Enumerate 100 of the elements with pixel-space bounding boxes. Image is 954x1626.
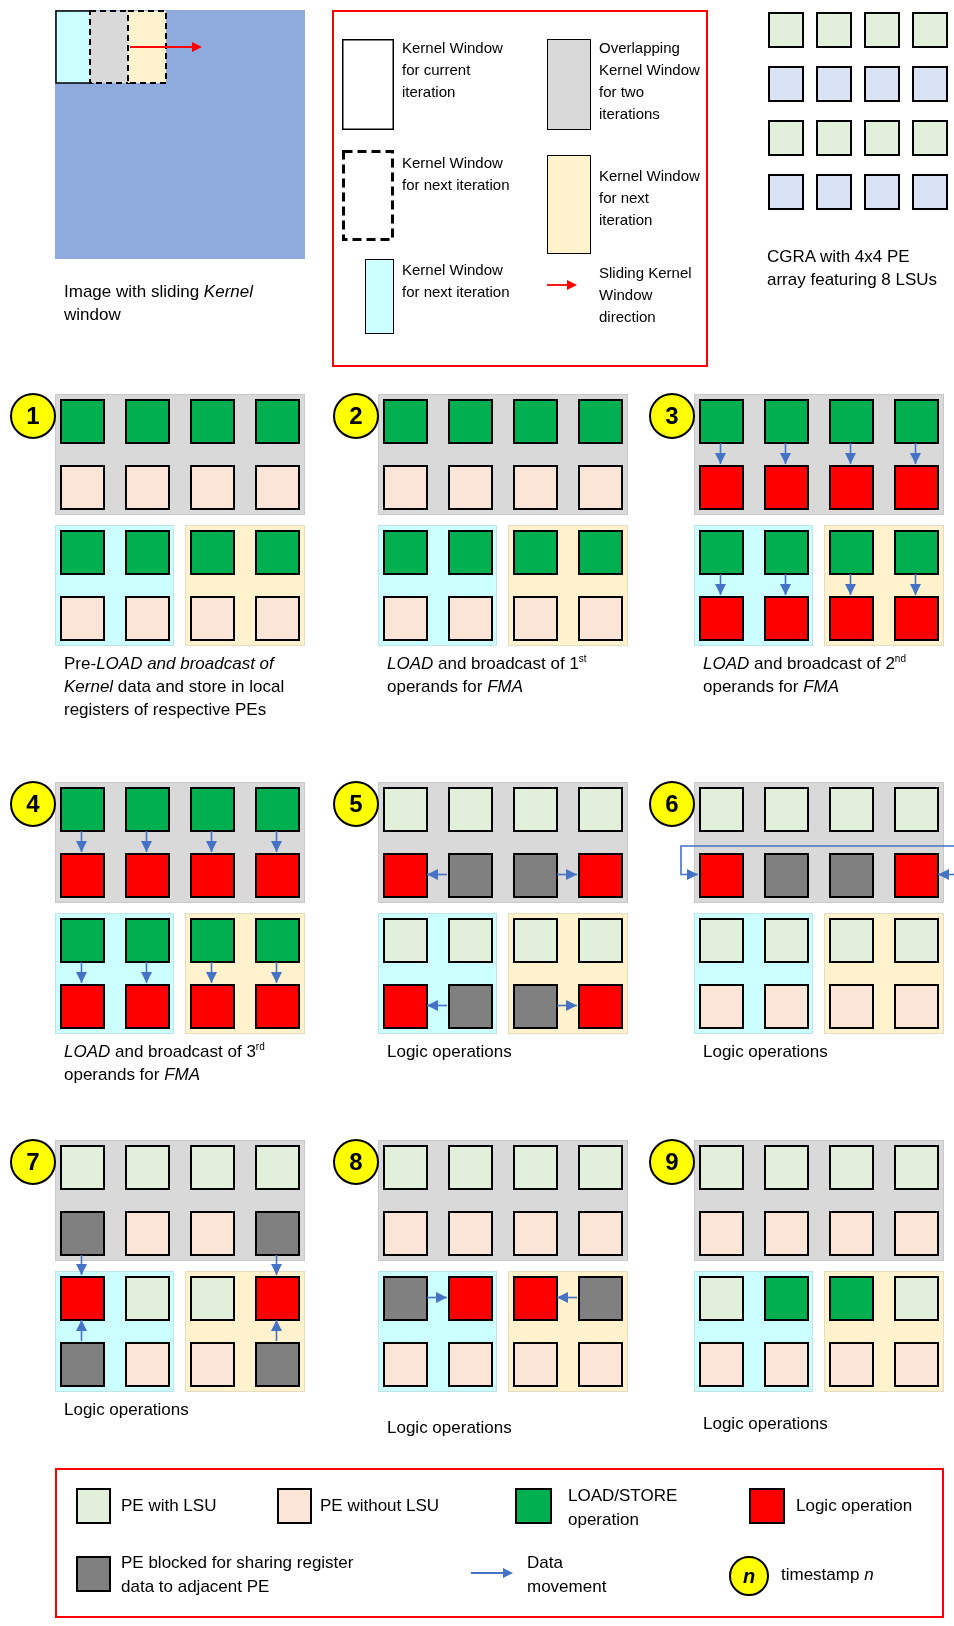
pe-cell	[768, 12, 804, 48]
pe-cell	[125, 984, 170, 1029]
pe-cell	[894, 1145, 939, 1190]
pe-group-panel	[508, 913, 628, 1034]
pe-group-panel	[824, 913, 944, 1034]
legend-text: Kernel Window for next iteration	[599, 166, 701, 230]
pe-cell	[125, 853, 170, 898]
data-arrow	[76, 961, 87, 984]
pe-cell	[448, 984, 493, 1029]
pe-group-panel	[378, 782, 628, 903]
pe-cell	[894, 1276, 939, 1321]
pe-cell	[864, 12, 900, 48]
pe-cell	[764, 787, 809, 832]
pe-cell	[894, 399, 939, 444]
pe-cell	[816, 66, 852, 102]
data-arrow	[426, 869, 448, 880]
pe-cell	[764, 853, 809, 898]
data-arrow	[76, 1254, 87, 1276]
pe-cell	[125, 1342, 170, 1387]
pe-group-panel	[55, 913, 174, 1034]
pe-cell	[513, 399, 558, 444]
legend-text: PE with LSU	[121, 1495, 218, 1517]
pe-cell	[578, 596, 623, 641]
timestamp-circle: 9	[649, 1139, 695, 1185]
pe-cell	[513, 1145, 558, 1190]
data-arrow	[556, 1000, 578, 1011]
legend-text: Overlapping Kernel Window for two iterations	[599, 38, 701, 124]
pe-cell	[912, 174, 948, 210]
pe-cell	[125, 787, 170, 832]
pe-cell	[578, 853, 623, 898]
pe-cell	[448, 853, 493, 898]
pe-cell	[829, 1342, 874, 1387]
pe-cell	[255, 1211, 300, 1256]
pe-cell	[255, 1342, 300, 1387]
pe-cell	[829, 984, 874, 1029]
pe-group-panel	[378, 394, 628, 515]
pe-cell	[383, 1276, 428, 1321]
pe-cell	[764, 1276, 809, 1321]
pe-cell	[383, 596, 428, 641]
pe-cell	[894, 596, 939, 641]
data-arrow	[206, 961, 217, 984]
pe-cell	[768, 66, 804, 102]
pe-cell	[383, 918, 428, 963]
pe-cell	[255, 596, 300, 641]
pe-cell	[383, 1211, 428, 1256]
data-arrow	[845, 442, 856, 465]
pe-cell	[829, 465, 874, 510]
pe-cell	[699, 984, 744, 1029]
data-arrow	[556, 1292, 578, 1303]
pe-cell	[829, 1276, 874, 1321]
data-arrow	[76, 830, 87, 853]
pe-cell	[60, 1145, 105, 1190]
legend-text: Kernel Window for next iteration	[402, 153, 511, 195]
pe-cell	[829, 918, 874, 963]
pe-cell	[816, 174, 852, 210]
pe-cell	[764, 1342, 809, 1387]
pe-cell	[383, 853, 428, 898]
pe-cell	[125, 530, 170, 575]
pe-cell	[699, 399, 744, 444]
pe-cell	[764, 1211, 809, 1256]
pe-cell	[60, 787, 105, 832]
pe-group-panel	[55, 525, 174, 646]
data-arrow	[937, 869, 954, 880]
pe-cell	[190, 787, 235, 832]
pe-cell	[894, 1342, 939, 1387]
pe-group-panel	[378, 1271, 497, 1392]
pe-cell	[448, 918, 493, 963]
pe-cell	[383, 1145, 428, 1190]
pe-cell	[255, 787, 300, 832]
pe-cell	[578, 1342, 623, 1387]
pe-cell	[578, 787, 623, 832]
data-arrow	[271, 830, 282, 853]
pe-cell	[125, 465, 170, 510]
pe-cell	[699, 1276, 744, 1321]
pe-cell	[383, 399, 428, 444]
pe-cell	[768, 120, 804, 156]
timestamp-circle: 1	[10, 393, 56, 439]
pe-cell	[448, 787, 493, 832]
pe-cell	[60, 399, 105, 444]
pe-cell	[513, 1276, 558, 1321]
pe-cell	[699, 787, 744, 832]
pe-cell	[125, 1211, 170, 1256]
pe-cell	[60, 465, 105, 510]
pe-cell	[894, 787, 939, 832]
timestamp-circle: 3	[649, 393, 695, 439]
pe-cell	[255, 853, 300, 898]
pe-cell	[190, 853, 235, 898]
pe-cell	[764, 596, 809, 641]
pe-cell	[764, 465, 809, 510]
pe-cell	[190, 1276, 235, 1321]
pe-cell	[255, 465, 300, 510]
pe-cell	[383, 465, 428, 510]
pe-cell	[829, 1145, 874, 1190]
pe-cell	[578, 918, 623, 963]
pe-cell	[125, 399, 170, 444]
pe-cell	[699, 853, 744, 898]
pe-cell	[190, 1145, 235, 1190]
pe-cell	[448, 399, 493, 444]
pe-cell	[578, 399, 623, 444]
data-arrow	[780, 573, 791, 596]
